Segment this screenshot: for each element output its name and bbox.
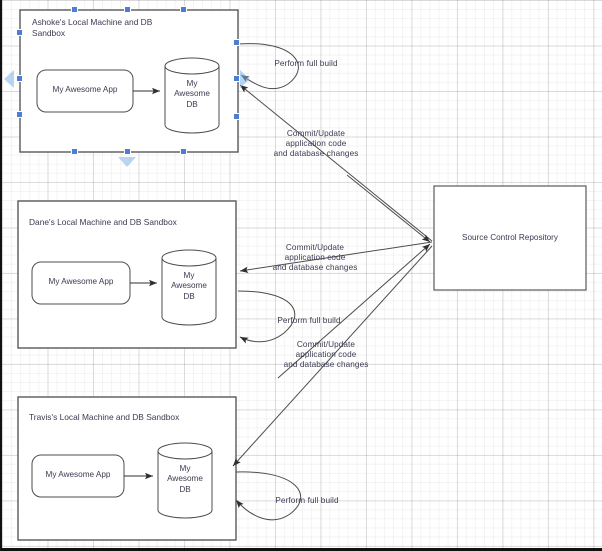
container-title-ashoke: Ashoke's Local Machine and DB Sandbox [32, 17, 153, 38]
perform-full-build-loop-ashoke [237, 43, 299, 90]
perform-full-build-loop-dane [237, 290, 296, 344]
selection-handle-bottom-left[interactable] [72, 149, 77, 154]
selection-handle-bottom-mid[interactable] [125, 149, 130, 154]
edge-label-perform-full-build-3: Perform full build [275, 496, 339, 505]
edge-label-commit-update-2: Commit/Update application code and datab… [272, 243, 358, 273]
app-label-ashoke: My Awesome App [52, 85, 118, 94]
commit-line-ashoke [239, 84, 433, 242]
edge-label-perform-full-build-1: Perform full build [274, 59, 338, 68]
selection-handle-right-mid[interactable] [234, 76, 239, 81]
direction-arrow-left-icon[interactable] [4, 70, 14, 88]
selection-handle-left-bottom[interactable] [17, 112, 22, 117]
selection-handle-top-right[interactable] [181, 7, 186, 12]
db-cylinder-ashoke [164, 57, 220, 134]
container-title-travis: Travis's Local Machine and DB Sandbox [29, 412, 180, 422]
selection-handle-bottom-right[interactable] [181, 149, 186, 154]
commit-line-dane-out [277, 243, 431, 379]
repository-label: Source Control Repository [461, 233, 559, 242]
commit-line-dane-in [239, 241, 433, 273]
db-cylinder-travis [157, 442, 213, 519]
db-label-travis: My Awesome DB [167, 464, 203, 494]
selection-handle-left-mid[interactable] [17, 76, 22, 81]
app-label-dane: My Awesome App [48, 277, 114, 286]
db-label-dane: My Awesome DB [171, 271, 207, 301]
edge-label-commit-update-3: Commit/Update application code and datab… [283, 340, 369, 370]
edge-label-perform-full-build-2: Perform full build [277, 316, 341, 325]
perform-full-build-loop-travis [235, 471, 301, 521]
selection-handle-top-mid[interactable] [125, 7, 130, 12]
direction-arrow-down-icon[interactable] [118, 157, 136, 167]
commit-line-travis-in [232, 245, 433, 467]
db-label-ashoke: My Awesome DB [174, 79, 210, 109]
app-label-travis: My Awesome App [45, 470, 111, 479]
selection-handle-top-left[interactable] [72, 7, 77, 12]
commit-line-ashoke-to-repo [346, 174, 431, 243]
selection-handle-right-top[interactable] [234, 40, 239, 45]
container-title-dane: Dane's Local Machine and DB Sandbox [29, 217, 177, 227]
direction-arrow-right-icon[interactable] [240, 70, 250, 88]
edge-label-commit-update-1: Commit/Update application code and datab… [273, 129, 359, 159]
selection-handle-right-bottom[interactable] [234, 114, 239, 119]
repository-box [433, 185, 587, 291]
db-cylinder-dane [161, 249, 217, 326]
selection-handle-left-top[interactable] [17, 30, 22, 35]
